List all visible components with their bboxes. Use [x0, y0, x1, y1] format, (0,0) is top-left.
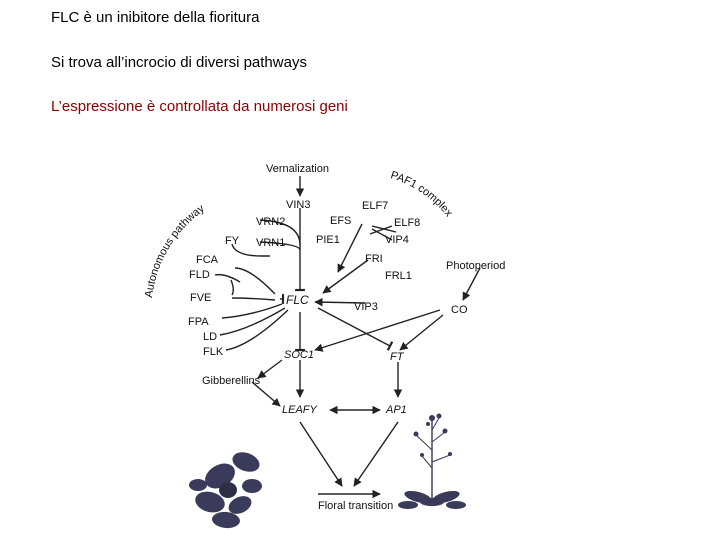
- fca-gene: FCA: [196, 254, 219, 266]
- ft-gene: FT: [390, 351, 405, 363]
- vrn1-gene: VRN1: [256, 237, 285, 249]
- vin3-gene: VIN3: [286, 199, 310, 211]
- floral-transition-label: Floral transition: [318, 500, 393, 512]
- flk-gene: FLK: [203, 346, 224, 358]
- co-gene: CO: [451, 304, 468, 316]
- soc1-gene: SOC1: [284, 349, 314, 361]
- vrn2-gene: VRN2: [256, 216, 285, 228]
- fpa-gene: FPA: [188, 316, 209, 328]
- flowering-pathway-diagram: Autonomous pathway PAF1 complex Vernaliz…: [143, 163, 505, 529]
- ap1-gene: AP1: [385, 404, 407, 416]
- vip4-gene: VIP4: [385, 234, 409, 246]
- fld-gene: FLD: [189, 269, 210, 281]
- statement-flc-inhibitor: FLC è un inibitore della fioritura: [51, 9, 260, 26]
- ld-gene: LD: [203, 331, 217, 343]
- vip3-gene: VIP3: [354, 301, 378, 313]
- rosette-plant-image: [189, 452, 262, 529]
- elf8-gene: ELF8: [394, 217, 420, 229]
- fri-gene: FRI: [365, 253, 383, 265]
- statement-pathways: Si trova all’incrocio di diversi pathway…: [51, 54, 307, 71]
- photoperiod-label: Photoperiod: [446, 260, 505, 272]
- flc-gene: FLC: [286, 293, 309, 307]
- efs-gene: EFS: [330, 215, 351, 227]
- paf1-complex-label: PAF1 complex: [389, 169, 455, 219]
- vernalization-label: Vernalization: [266, 163, 329, 175]
- fve-gene: FVE: [190, 292, 211, 304]
- frl1-gene: FRL1: [385, 270, 412, 282]
- autonomous-pathway-label: Autonomous pathway: [143, 202, 207, 298]
- statement-gene-control: L’espressione è controllata da numerosi …: [51, 98, 348, 115]
- fy-gene: FY: [225, 235, 240, 247]
- pie1-gene: PIE1: [316, 234, 340, 246]
- gibberellins-label: Gibberellins: [202, 375, 261, 387]
- elf7-gene: ELF7: [362, 200, 388, 212]
- leafy-gene: LEAFY: [282, 404, 318, 416]
- flowering-plant-image: [398, 413, 466, 509]
